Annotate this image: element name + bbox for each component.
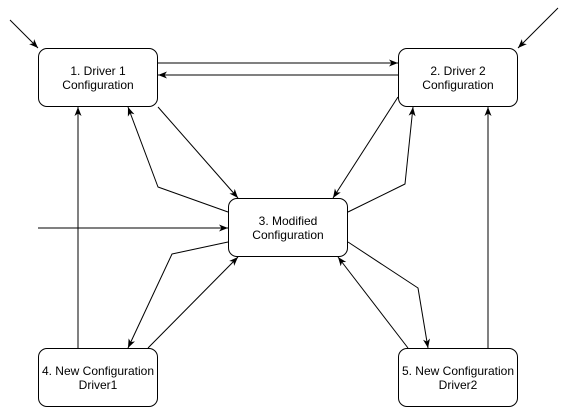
node-new-configuration-driver2[interactable]: 5. New Configuration Driver2 — [398, 348, 518, 407]
node-label: 4. New Configuration Driver1 — [41, 363, 155, 392]
edge-n3-to-n1 — [127, 106, 229, 213]
edge-n5-to-n3 — [337, 256, 409, 349]
edge-n3-to-n5 — [347, 241, 430, 349]
edge-n1-to-n3 — [157, 106, 239, 199]
edge-external-top-left-to-n1 — [9, 19, 39, 49]
edge-n2-to-n3 — [332, 96, 399, 199]
node-label: 2. Driver 2 Configuration — [422, 63, 494, 92]
edge-n3-to-n4 — [127, 241, 229, 349]
edge-n3-to-n2 — [347, 106, 416, 213]
node-new-configuration-driver1[interactable]: 4. New Configuration Driver1 — [38, 348, 158, 407]
node-modified-configuration[interactable]: 3. Modified Configuration — [228, 198, 348, 257]
node-label: 5. New Configuration Driver2 — [401, 363, 515, 392]
edge-n4-to-n3 — [147, 256, 239, 349]
node-label: 3. Modified Configuration — [252, 213, 324, 242]
node-label: 1. Driver 1 Configuration — [62, 63, 134, 92]
node-driver1-configuration[interactable]: 1. Driver 1 Configuration — [38, 48, 158, 107]
node-driver2-configuration[interactable]: 2. Driver 2 Configuration — [398, 48, 518, 107]
edge-external-top-right-to-n2 — [517, 7, 559, 49]
